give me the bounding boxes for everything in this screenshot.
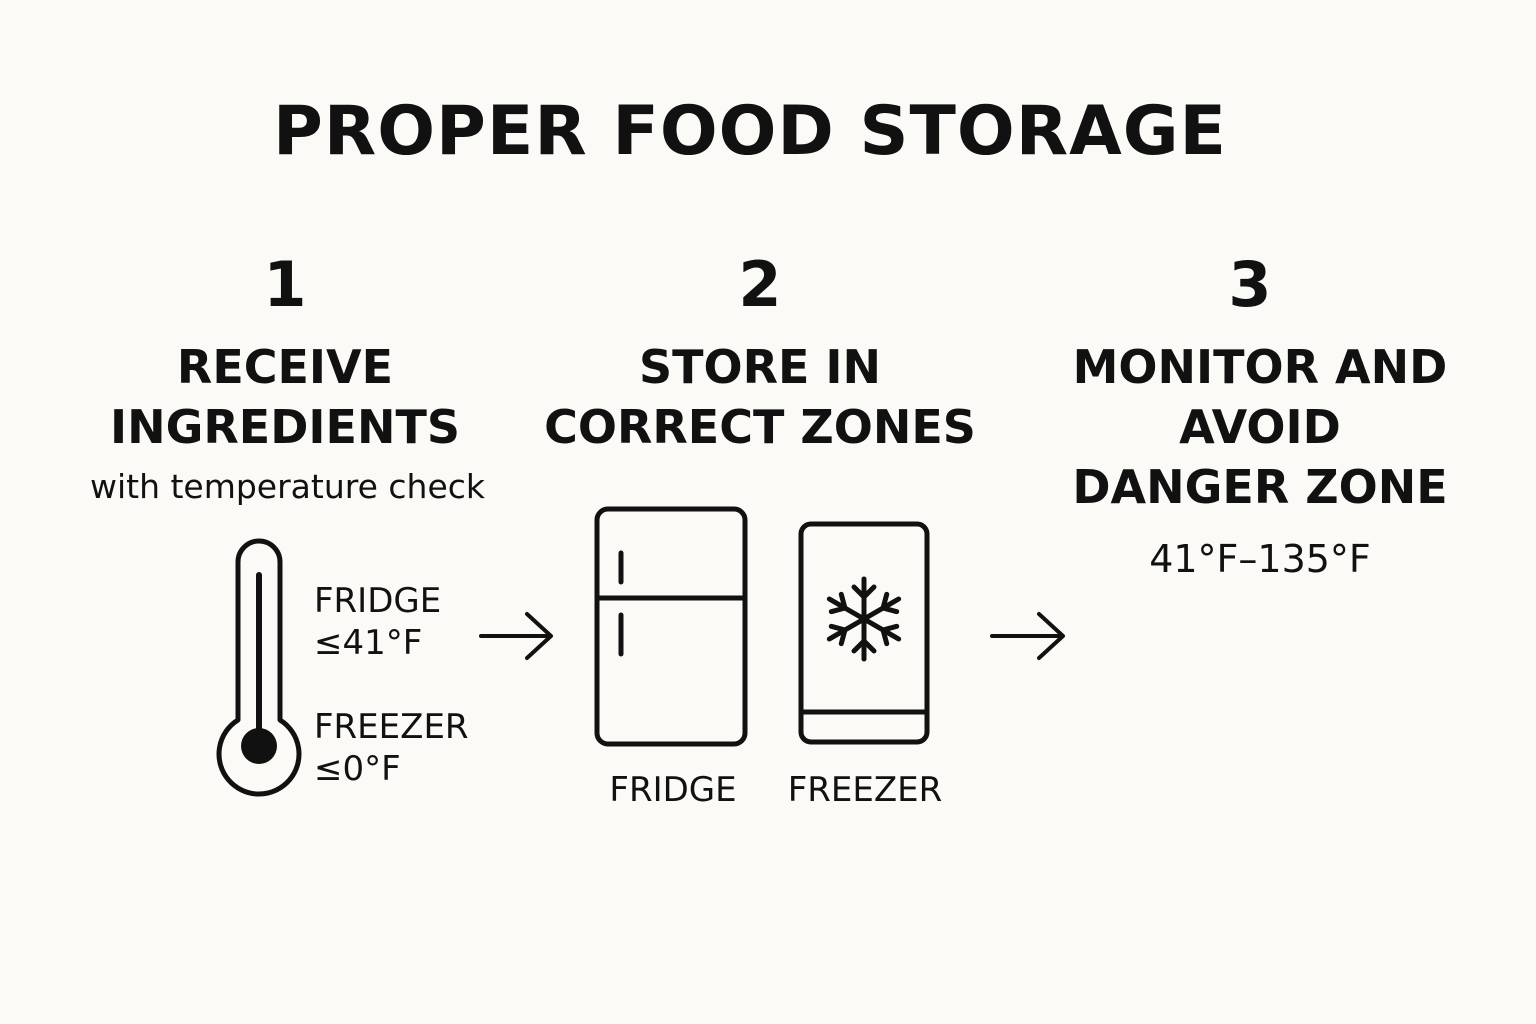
step-2-heading-line-1: STORE IN	[638, 340, 882, 394]
step-3-heading-line-3: DANGER ZONE	[1072, 460, 1448, 514]
step-1-heading-line-2: INGREDIENTS	[110, 400, 460, 454]
danger-zone-range: 41°F–135°F	[1149, 537, 1371, 581]
temp-freezer: FREEZER ≤0°F	[314, 706, 469, 790]
step-2-heading-line-2: CORRECT ZONES	[544, 400, 976, 454]
step-1-number: 1	[263, 248, 307, 321]
temp-freezer-label: FREEZER	[314, 707, 469, 747]
temp-fridge: FRIDGE ≤41°F	[314, 580, 441, 664]
zone-freezer-caption: FREEZER	[787, 770, 943, 810]
temp-fridge-label: FRIDGE	[314, 581, 442, 621]
step-3-heading-line-1: MONITOR AND	[1072, 340, 1448, 394]
zone-fridge-caption: FRIDGE	[609, 770, 737, 810]
step-1-subtext: with temperature check	[89, 467, 486, 506]
step-3-number: 3	[1228, 248, 1272, 321]
step-1-heading-line-1: RECEIVE	[176, 340, 394, 394]
step-2-heading: STORE IN CORRECT ZONES	[520, 337, 1000, 457]
page-title: PROPER FOOD STORAGE	[273, 92, 1227, 171]
step-3-heading-line-2: AVOID	[1179, 400, 1341, 454]
step-3-heading: MONITOR AND AVOID DANGER ZONE	[1040, 337, 1480, 517]
temp-fridge-value: ≤41°F	[314, 623, 423, 663]
temp-freezer-value: ≤0°F	[314, 749, 401, 789]
step-1-heading: RECEIVE INGREDIENTS	[60, 337, 510, 457]
step-2-number: 2	[738, 248, 782, 321]
